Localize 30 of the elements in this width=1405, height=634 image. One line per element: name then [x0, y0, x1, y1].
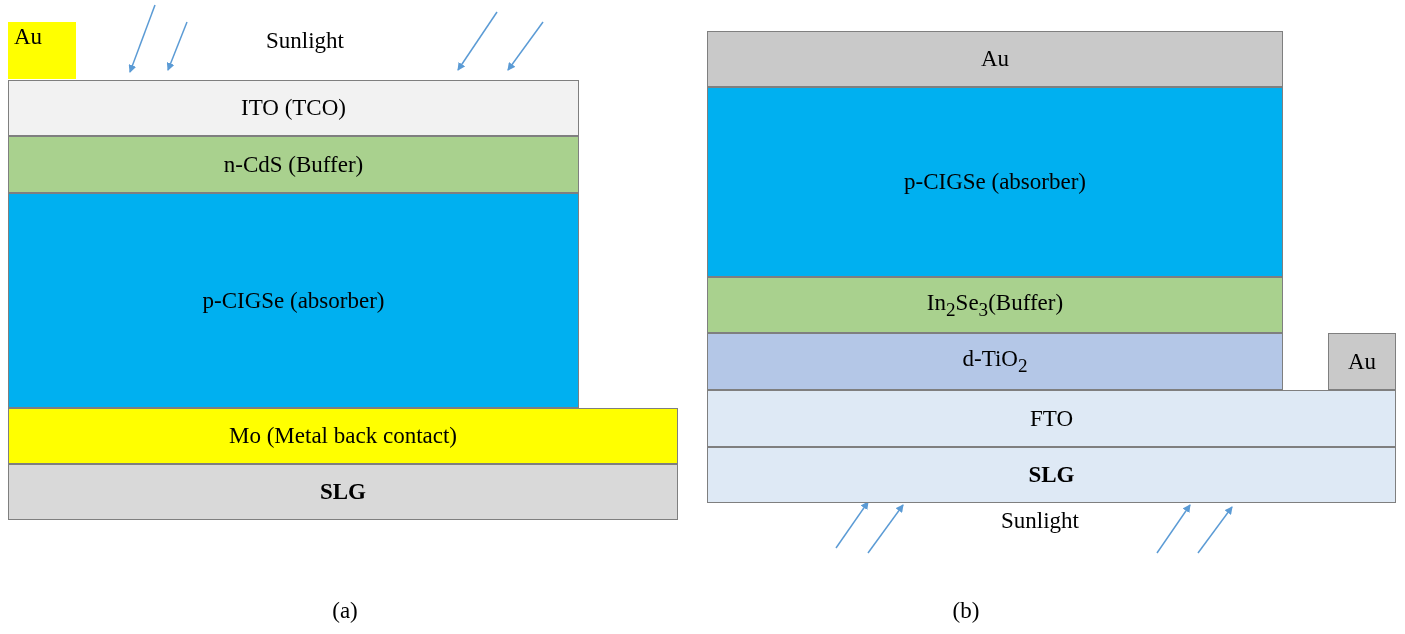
layer-box	[707, 390, 1396, 447]
layer-box	[707, 277, 1283, 333]
layer-box	[707, 447, 1396, 503]
light-label: Sunlight	[1001, 508, 1079, 534]
layer-box	[8, 193, 579, 408]
layer-label: Au	[980, 46, 1010, 72]
layer-box	[1328, 333, 1396, 390]
layer-label: d-TiO$_{2}$	[962, 346, 1028, 377]
layer-label: SLG	[1028, 462, 1075, 488]
layer-label: ITO (TCO)	[241, 95, 346, 121]
layer-box	[8, 408, 678, 464]
panel-caption: (a)	[332, 598, 358, 624]
layer-box	[8, 80, 579, 136]
light-label: Sunlight	[266, 28, 344, 54]
layer-box	[8, 464, 678, 520]
layer-label: Mo (Metal back contact)	[229, 423, 457, 449]
layer-box	[8, 22, 76, 79]
layer-label: Au	[1347, 348, 1377, 375]
layer-label: p-CIGSe (absorber)	[904, 169, 1086, 195]
layer-label: FTO	[1029, 405, 1073, 432]
panel-caption: (b)	[952, 598, 980, 624]
layer-label: n-CdS (Buffer)	[223, 151, 364, 178]
layer-label: SLG	[320, 479, 366, 505]
layer-box	[707, 31, 1283, 87]
layer-label: Au	[14, 24, 43, 50]
layer-label: In$_{2}$Se$_{3}$(Buffer)	[926, 289, 1064, 321]
layer-label: p-CIGSe (absorber)	[202, 287, 385, 314]
layer-box	[8, 136, 579, 193]
layer-box	[707, 333, 1283, 390]
layer-box	[707, 87, 1283, 277]
